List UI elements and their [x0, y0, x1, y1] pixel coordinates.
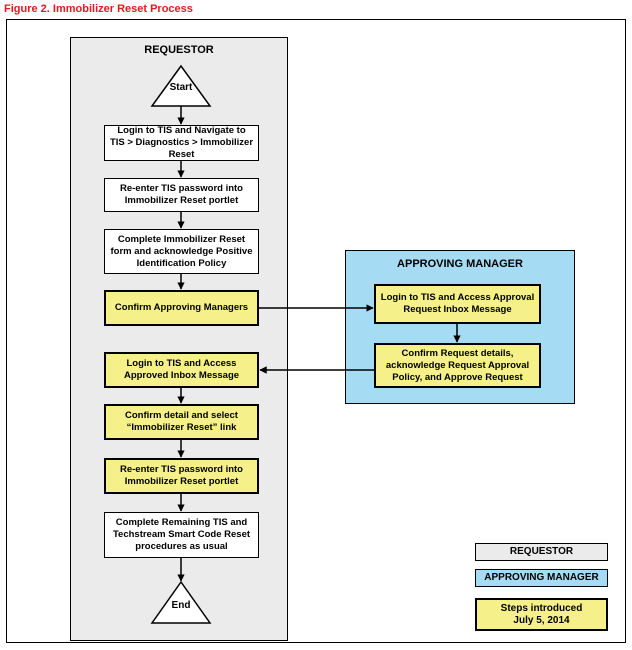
- legend-new-steps-label: Steps introduced July 5, 2014: [500, 602, 583, 626]
- step-complete-form: Complete Immobilizer Reset form and ackn…: [104, 229, 259, 274]
- step-confirm-approving-managers: Confirm Approving Managers: [104, 290, 259, 326]
- step-login-access-approved: Login to TIS and Access Approved Inbox M…: [104, 352, 259, 388]
- legend-new-steps: Steps introduced July 5, 2014: [475, 598, 608, 631]
- approving-manager-lane-title: APPROVING MANAGER: [397, 258, 523, 270]
- legend-requestor: REQUESTOR: [475, 543, 608, 561]
- end-label: End: [171, 600, 191, 611]
- step-confirm-detail-select-link: Confirm detail and select “Immobilizer R…: [104, 404, 259, 440]
- manager-login-access-request: Login to TIS and Access Approval Request…: [374, 284, 541, 324]
- manager-confirm-approve: Confirm Request details, acknowledge Req…: [374, 343, 541, 388]
- step-complete-remaining: Complete Remaining TIS and Techstream Sm…: [104, 512, 259, 558]
- start-label: Start: [169, 82, 193, 93]
- step-reenter-password: Re-enter TIS password into Immobilizer R…: [104, 178, 259, 212]
- figure-title: Figure 2. Immobilizer Reset Process: [4, 3, 193, 15]
- diagram-frame: [6, 19, 626, 643]
- step-login-navigate: Login to TIS and Navigate to TIS > Diagn…: [104, 125, 259, 161]
- step-reenter-password-again: Re-enter TIS password into Immobilizer R…: [104, 458, 259, 494]
- requestor-lane-title: REQUESTOR: [144, 44, 214, 56]
- legend-approving-manager: APPROVING MANAGER: [475, 569, 608, 587]
